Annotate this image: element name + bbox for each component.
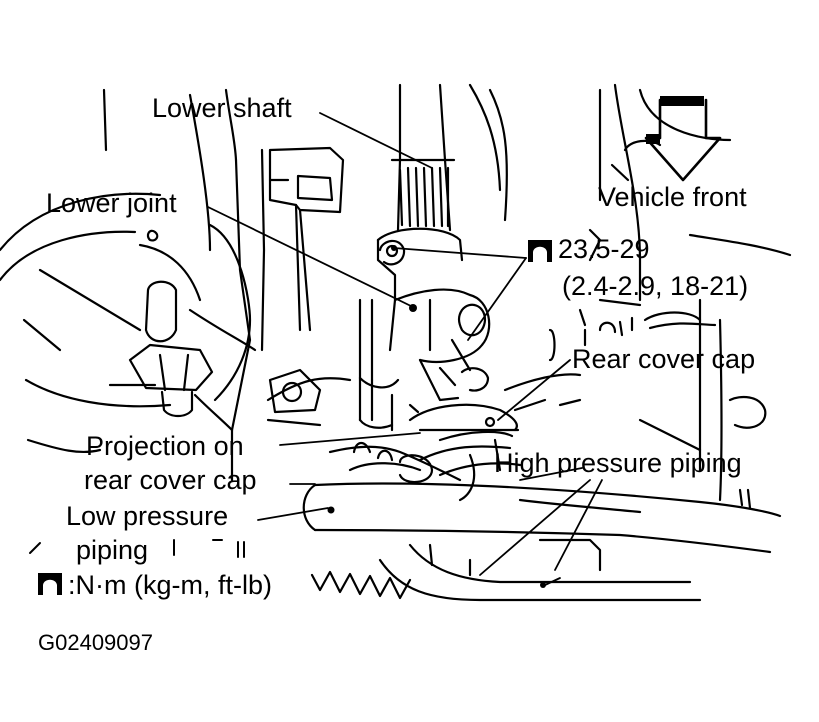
legend-units-label: :N·m (kg-m, ft-lb) [68, 570, 272, 600]
lower-shaft [390, 83, 508, 232]
rear-cover-cap-label: Rear cover cap [572, 344, 756, 374]
tick-marks [29, 539, 245, 558]
mount-bolt [128, 223, 252, 418]
torque-alt-label: (2.4-2.9, 18-21) [562, 271, 749, 301]
leader-dots [327, 245, 546, 588]
projection-label-line2: rear cover cap [84, 465, 257, 495]
torque-wrench-icon [38, 573, 62, 595]
leader-lines [207, 112, 603, 586]
frame-structure [0, 88, 352, 482]
low-pressure-label-line2: piping [76, 535, 149, 565]
figure-code: G02409097 [38, 630, 153, 655]
upper-bracket [268, 146, 345, 332]
low-pressure-piping [302, 482, 782, 554]
right-structure [493, 83, 792, 502]
lower-joint [358, 227, 491, 402]
low-pressure-label-line1: Low pressure [66, 501, 229, 531]
torque-value-label: 23.5-29 [558, 234, 650, 264]
plate [268, 368, 322, 414]
high-pressure-label: High pressure piping [494, 448, 742, 478]
rear-cover-cap [408, 311, 717, 442]
dust-boot [310, 538, 702, 602]
torque-wrench-icon [528, 240, 552, 262]
vehicle-front-label: Vehicle front [598, 182, 747, 212]
lower-shaft-label: Lower shaft [152, 93, 292, 123]
projection-label-line1: Projection on [86, 431, 244, 461]
arrow-down-icon [644, 96, 722, 182]
high-pressure-piping [328, 441, 522, 502]
column-collar [358, 378, 420, 432]
lower-joint-label: Lower joint [46, 188, 177, 218]
